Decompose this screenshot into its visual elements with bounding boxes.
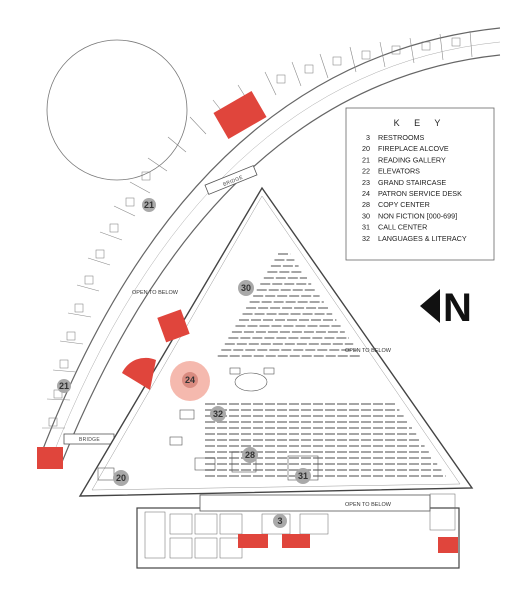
svg-text:20: 20 xyxy=(116,473,126,483)
key-item-label: CALL CENTER xyxy=(378,223,427,232)
svg-text:21: 21 xyxy=(144,200,154,210)
lower-annex-corridor xyxy=(199,494,431,512)
gallery-red-room-bottom xyxy=(37,447,63,469)
map-key: K E Y 3 RESTROOMS 20 FIREPLACE ALCOVE 21 READ… xyxy=(345,107,495,261)
badge-24: 24 xyxy=(182,372,198,388)
svg-text:BRIDGE: BRIDGE xyxy=(79,437,100,443)
key-list: 3 RESTROOMS 20 FIREPLACE ALCOVE 21 READING GA… xyxy=(362,133,467,243)
restroom-red-3 xyxy=(438,537,458,553)
rotunda-outline xyxy=(46,39,188,181)
svg-text:28: 28 xyxy=(245,450,255,460)
svg-text:24: 24 xyxy=(185,375,195,385)
svg-text:21: 21 xyxy=(59,381,69,391)
key-item-label: READING GALLERY xyxy=(378,155,446,164)
north-arrow: N xyxy=(420,286,472,330)
gallery-furniture xyxy=(48,37,461,427)
badge-31: 31 xyxy=(295,468,311,484)
restroom-red-1 xyxy=(238,534,268,548)
badge-32: 32 xyxy=(210,406,226,422)
open-to-below-left: OPEN TO BELOW xyxy=(132,290,179,296)
key-item-label: ELEVATORS xyxy=(378,167,420,176)
elevator-block xyxy=(157,309,190,343)
key-item-number: 23 xyxy=(362,178,370,187)
key-item-number: 22 xyxy=(362,167,370,176)
key-title: K E Y xyxy=(394,118,447,128)
main-floor-inner xyxy=(91,195,461,491)
svg-text:32: 32 xyxy=(213,409,223,419)
gallery-red-room-top xyxy=(213,91,267,139)
main-floor-triangle xyxy=(78,186,474,497)
north-letter: N xyxy=(443,286,472,330)
key-item-label: RESTROOMS xyxy=(378,133,425,142)
gallery-outer-arc xyxy=(37,27,501,463)
svg-text:3: 3 xyxy=(277,516,282,526)
gallery-mid-arc xyxy=(49,41,501,463)
key-item-number: 28 xyxy=(362,200,370,209)
key-item-label: LANGUAGES & LITERACY xyxy=(378,234,467,243)
grand-staircase xyxy=(122,357,156,390)
badge-28: 28 xyxy=(242,447,258,463)
bridge-top: BRIDGE xyxy=(204,165,258,195)
svg-text:30: 30 xyxy=(241,283,251,293)
badge-30: 30 xyxy=(238,280,254,296)
key-item-label: FIREPLACE ALCOVE xyxy=(378,144,449,153)
key-item-number: 3 xyxy=(366,133,370,142)
key-item-number: 31 xyxy=(362,223,370,232)
key-item-number: 20 xyxy=(362,144,370,153)
key-item-number: 30 xyxy=(362,211,370,220)
key-item-label: NON FICTION [000-699] xyxy=(378,211,457,220)
badge-21-bottom: 21 xyxy=(57,379,71,393)
key-item-label: GRAND STAIRCASE xyxy=(378,178,446,187)
key-item-label: PATRON SERVICE DESK xyxy=(378,189,462,198)
badge-3: 3 xyxy=(273,514,287,528)
key-item-number: 32 xyxy=(362,234,370,243)
badge-20: 20 xyxy=(113,470,129,486)
open-to-below-right: OPEN TO BELOW xyxy=(345,348,392,354)
svg-text:31: 31 xyxy=(298,471,308,481)
key-item-number: 21 xyxy=(362,155,370,164)
key-item-label: COPY CENTER xyxy=(378,200,430,209)
open-to-below-bottom: OPEN TO BELOW xyxy=(345,502,392,508)
restroom-red-2 xyxy=(282,534,310,548)
bridge-bottom: BRIDGE xyxy=(63,433,115,445)
badge-21-top: 21 xyxy=(142,198,156,212)
key-item-number: 24 xyxy=(362,189,370,198)
